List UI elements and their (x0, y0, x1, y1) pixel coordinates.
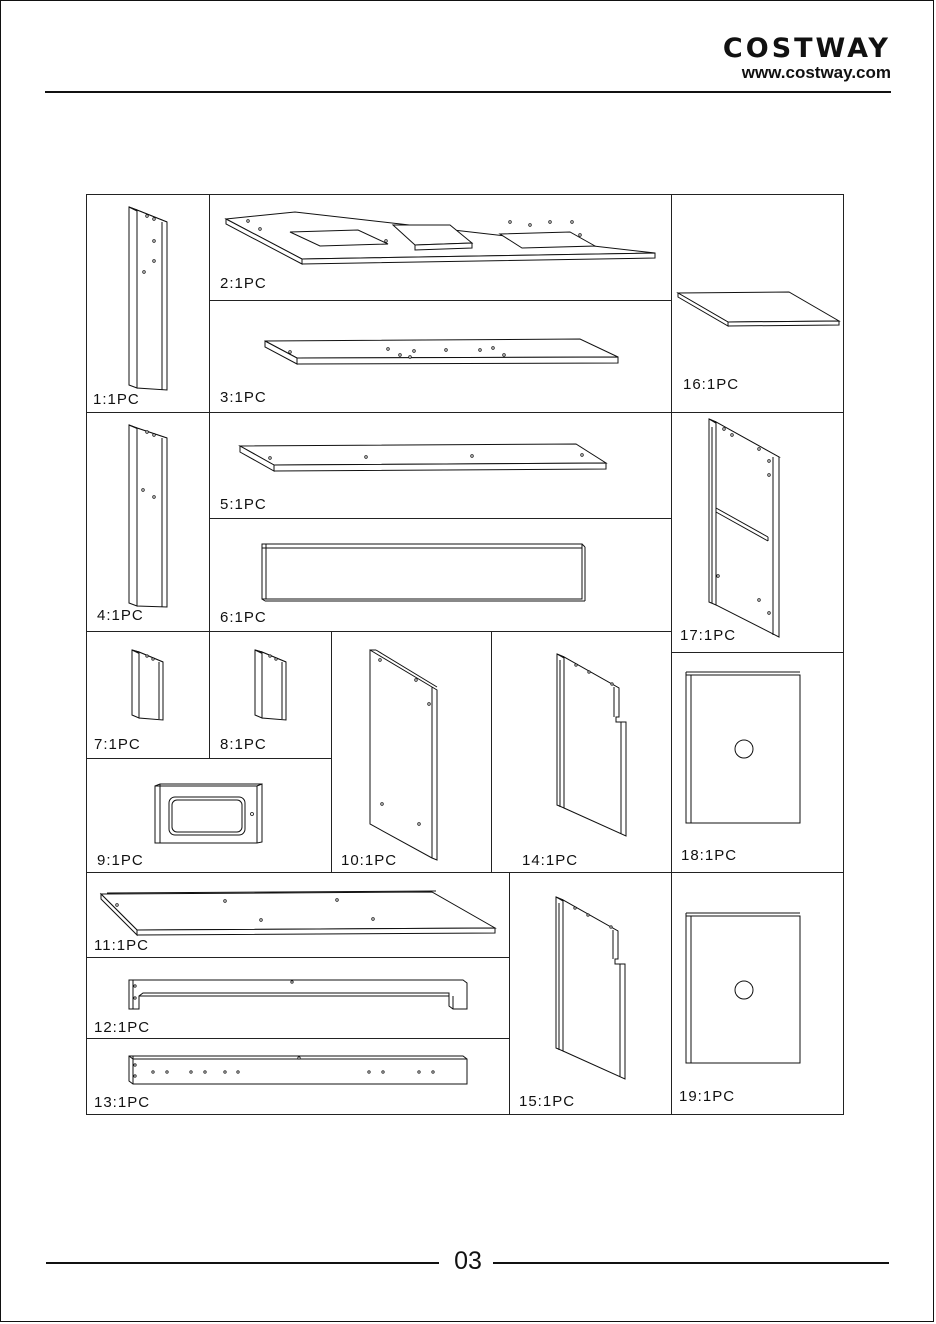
part-cell-6: 6:1PC (209, 518, 672, 633)
part-cell-18: 18:1PC (671, 652, 844, 874)
page-number: 03 (440, 1247, 496, 1276)
part-cell-5: 5:1PC (209, 412, 672, 520)
part-17-drawing (672, 413, 845, 655)
part-label: 1:1PC (93, 391, 140, 408)
part-4-drawing (87, 413, 212, 634)
part-label: 10:1PC (341, 852, 397, 869)
part-12-drawing (87, 958, 512, 1041)
part-cell-10: 10:1PC (331, 631, 493, 874)
part-label: 4:1PC (97, 607, 144, 624)
part-cell-3: 3:1PC (209, 300, 672, 413)
part-cell-11: 11:1PC (86, 872, 511, 959)
part-cell-13: 13:1PC (86, 1038, 511, 1115)
part-label: 16:1PC (683, 376, 739, 393)
part-3-drawing (210, 301, 673, 414)
part-11-drawing (87, 873, 512, 960)
part-label: 14:1PC (522, 852, 578, 869)
part-label: 8:1PC (220, 736, 267, 753)
part-label: 12:1PC (94, 1019, 150, 1036)
footer-divider-left (46, 1262, 439, 1264)
part-label: 13:1PC (94, 1094, 150, 1111)
part-label: 2:1PC (220, 275, 267, 292)
footer-divider-right (493, 1262, 889, 1264)
part-label: 17:1PC (680, 627, 736, 644)
part-cell-4: 4:1PC (86, 412, 211, 633)
part-label: 7:1PC (94, 736, 141, 753)
part-cell-16: 16:1PC (671, 194, 844, 413)
part-cell-8: 8:1PC (209, 631, 333, 760)
part-label: 19:1PC (679, 1088, 735, 1105)
part-6-drawing (210, 519, 673, 634)
part-cell-15: 15:1PC (509, 872, 672, 1115)
part-cell-2: 2:1PC (209, 194, 672, 302)
part-label: 18:1PC (681, 847, 737, 864)
part-label: 15:1PC (519, 1093, 575, 1110)
part-cell-7: 7:1PC (86, 631, 211, 760)
part-label: 3:1PC (220, 389, 267, 406)
brand-url: www.costway.com (723, 64, 891, 82)
part-10-drawing (332, 632, 494, 875)
part-cell-19: 19:1PC (671, 872, 844, 1115)
part-14-drawing (492, 632, 673, 875)
part-18-drawing (672, 653, 845, 875)
part-1-drawing (87, 195, 212, 414)
part-label: 5:1PC (220, 496, 267, 513)
part-label: 6:1PC (220, 609, 267, 626)
part-13-drawing (87, 1039, 512, 1116)
part-cell-14: 14:1PC (491, 631, 672, 874)
part-label: 9:1PC (97, 852, 144, 869)
part-5-drawing (210, 413, 673, 521)
part-19-drawing (672, 873, 845, 1116)
part-cell-17: 17:1PC (671, 412, 844, 654)
part-label: 11:1PC (94, 937, 149, 954)
brand-logo-text: COSTWAY (723, 34, 891, 64)
brand-block: COSTWAY www.costway.com (723, 34, 891, 82)
part-cell-1: 1:1PC (86, 194, 211, 413)
header-divider (45, 91, 891, 93)
part-2-drawing (210, 195, 673, 303)
part-cell-9: 9:1PC (86, 758, 333, 874)
part-15-drawing (510, 873, 673, 1116)
part-cell-12: 12:1PC (86, 957, 511, 1040)
